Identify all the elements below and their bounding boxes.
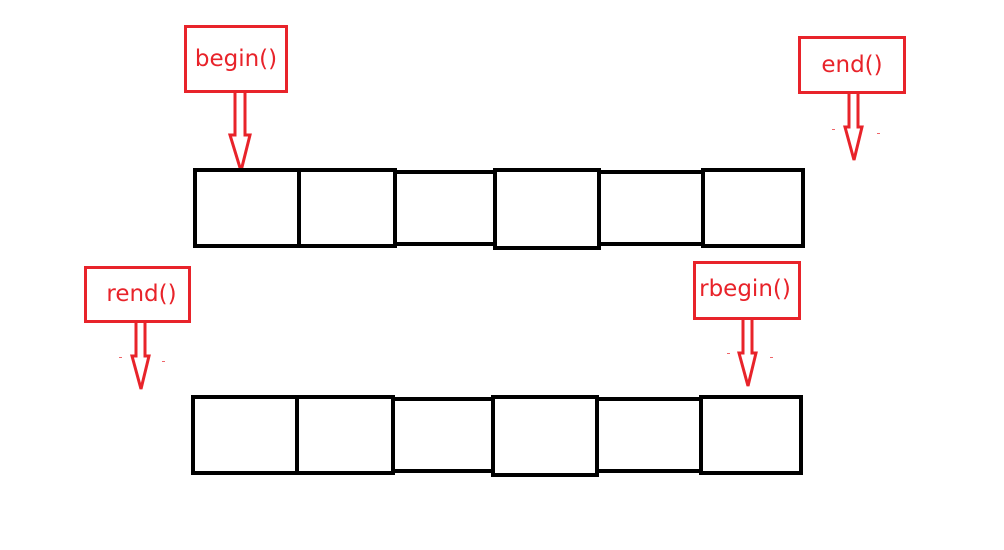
array-bottom xyxy=(191,395,803,477)
array-top-cell xyxy=(193,168,301,248)
array-bottom-cell xyxy=(295,395,395,475)
stray-mark xyxy=(119,357,122,358)
stray-mark xyxy=(832,129,835,130)
array-top-cell xyxy=(493,168,601,250)
stray-mark xyxy=(727,353,730,354)
end-label-text: end() xyxy=(821,51,883,78)
array-bottom-cell xyxy=(191,395,299,475)
rbegin-label: rbegin() xyxy=(693,261,801,320)
rend-label-text: rend() xyxy=(106,281,177,307)
array-top-cell xyxy=(701,168,805,248)
array-top xyxy=(193,168,805,250)
stray-mark xyxy=(162,361,165,362)
array-top-cell xyxy=(597,170,705,246)
array-bottom-cell xyxy=(491,395,599,477)
rend-label: rend() xyxy=(84,266,191,323)
rbegin-label-text: rbegin() xyxy=(699,276,791,302)
stray-mark xyxy=(877,133,880,134)
array-bottom-cell xyxy=(595,397,703,473)
begin-label: begin() xyxy=(184,25,288,93)
rend-arrow-icon xyxy=(130,323,151,390)
rbegin-arrow-icon xyxy=(737,320,758,387)
array-bottom-cell xyxy=(699,395,803,475)
end-label: end() xyxy=(798,36,906,94)
array-bottom-cell xyxy=(391,397,495,473)
end-arrow-icon xyxy=(843,94,864,161)
stray-mark xyxy=(770,357,773,358)
begin-label-text: begin() xyxy=(194,45,278,72)
array-top-cell xyxy=(297,168,397,248)
begin-arrow-icon xyxy=(227,93,252,177)
array-top-cell xyxy=(393,170,497,246)
